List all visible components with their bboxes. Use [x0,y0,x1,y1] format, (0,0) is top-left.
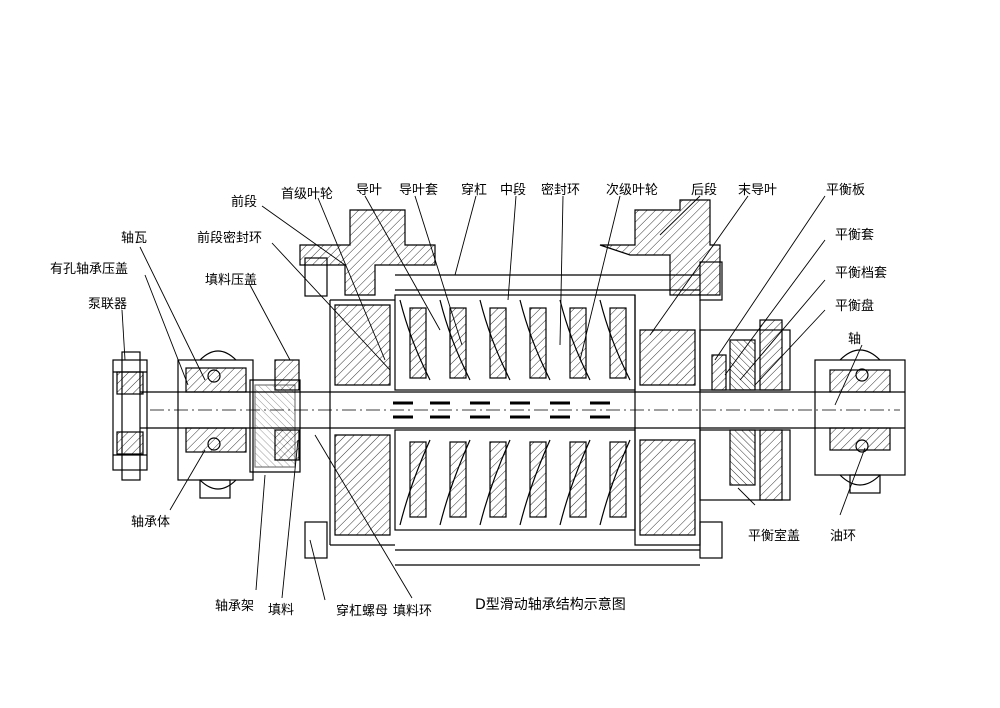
label-next-impeller: 次级叶轮 [606,183,659,198]
label-bearing-bracket: 轴承架 [215,599,255,614]
label-tie-rod-nut: 穿杠螺母 [336,604,389,619]
label-balance-chamber-cover: 平衡室盖 [748,529,801,544]
label-packing-ring: 填料环 [393,604,433,619]
label-balance-disc: 平衡盘 [835,299,875,314]
label-guide-vane: 导叶 [356,183,383,198]
label-bearing-cover: 有孔轴承压盖 [50,262,129,277]
label-guide-vane-sleeve: 导叶套 [399,183,439,198]
right-bearing-assembly [814,349,906,494]
label-oil-ring: 油环 [830,529,857,544]
label-balance-retainer: 平衡档套 [835,266,888,281]
label-packing-gland: 填料压盖 [205,273,258,288]
leader-lines [121,195,866,601]
label-rear-section: 后段 [691,183,718,198]
label-front-section: 前段 [231,195,258,210]
left-bearing-assembly [177,350,254,499]
label-front-seal-ring: 前段密封环 [197,231,263,246]
coupling-part [112,351,148,481]
stage-casings [394,294,636,531]
label-seal-ring: 密封环 [541,183,581,198]
label-bearing-body: 轴承体 [131,515,171,530]
label-middle-section: 中段 [500,183,527,198]
diagram-caption: D型滑动轴承结构示意图 [475,597,626,613]
bearing-bracket-part [249,359,301,473]
balance-chamber-part [699,319,791,501]
label-balance-plate: 平衡板 [826,183,866,198]
label-coupling: 泵联器 [88,297,128,312]
front-section-part [299,209,436,559]
label-packing: 填料 [268,603,295,618]
label-tie-rod: 穿杠 [461,183,488,198]
label-shaft: 轴 [848,332,862,347]
label-last-guide-vane: 末导叶 [738,183,778,198]
label-bearing-shell: 轴瓦 [121,231,148,246]
rear-section-part [599,199,723,559]
tie-rod-part [395,274,700,566]
label-first-impeller: 首级叶轮 [281,187,334,202]
label-balance-sleeve: 平衡套 [835,228,875,243]
